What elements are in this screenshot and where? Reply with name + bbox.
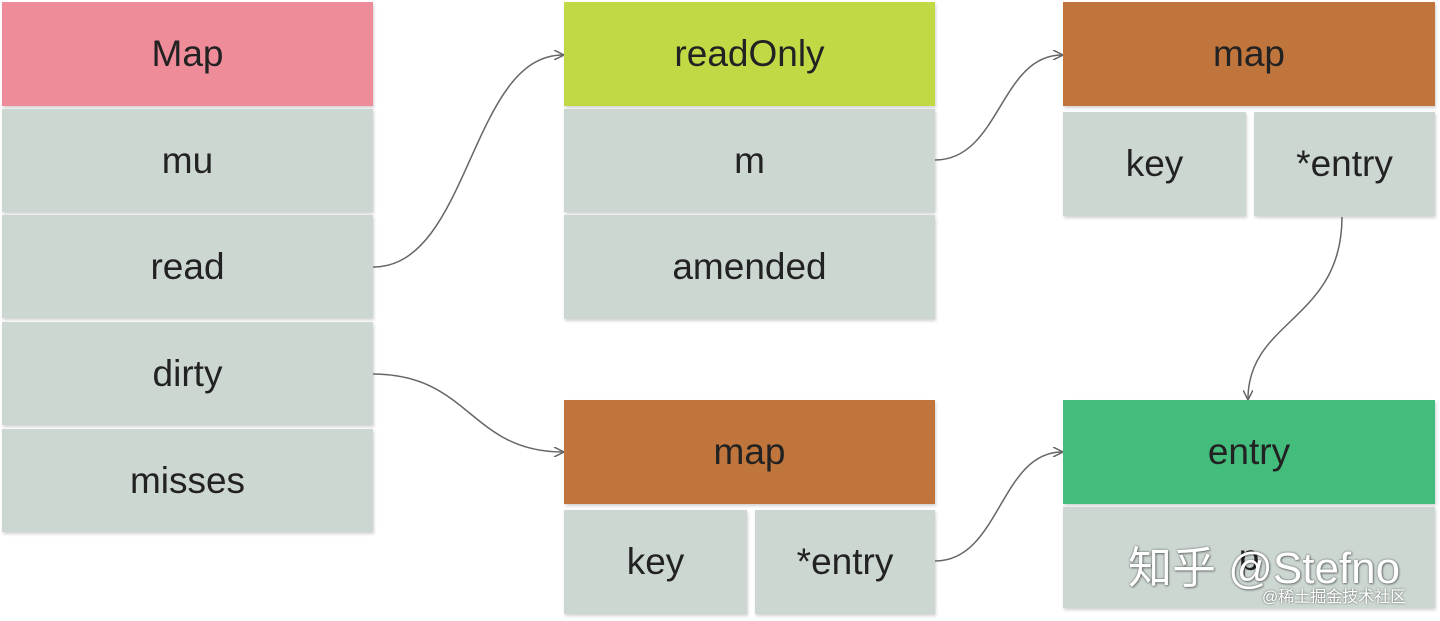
- dirty-map-key: key: [564, 510, 747, 614]
- watermark-main: 知乎 @Stefno: [1128, 544, 1401, 593]
- readonly-field-amended: amended: [564, 215, 935, 319]
- readonly-struct-header: readOnly: [564, 2, 935, 106]
- readonly-map-entry-pointer: *entry: [1254, 112, 1435, 216]
- dirty-map-entry-pointer: *entry: [755, 510, 935, 614]
- map-field-read: read: [2, 215, 373, 318]
- map-field-dirty: dirty: [2, 322, 373, 425]
- entry-field-p: p: [1063, 507, 1435, 608]
- arrow-entry-pointer-to-entry: [934, 452, 1062, 562]
- readonly-map-key: key: [1063, 112, 1246, 216]
- readonly-field-m: m: [564, 109, 935, 212]
- entry-struct-header: entry: [1063, 400, 1435, 504]
- arrow-read-to-readonly: [372, 55, 563, 268]
- map-field-mu: mu: [2, 109, 373, 212]
- arrow-readonly-entry-to-entry: [1248, 216, 1343, 399]
- map-field-misses: misses: [2, 429, 373, 532]
- arrow-m-to-map: [934, 55, 1062, 161]
- watermark-sub: @稀土掘金技术社区: [1262, 589, 1407, 606]
- map-struct-header: Map: [2, 2, 373, 106]
- arrow-dirty-to-map: [372, 373, 563, 452]
- readonly-map-header: map: [1063, 2, 1435, 106]
- dirty-map-header: map: [564, 400, 935, 504]
